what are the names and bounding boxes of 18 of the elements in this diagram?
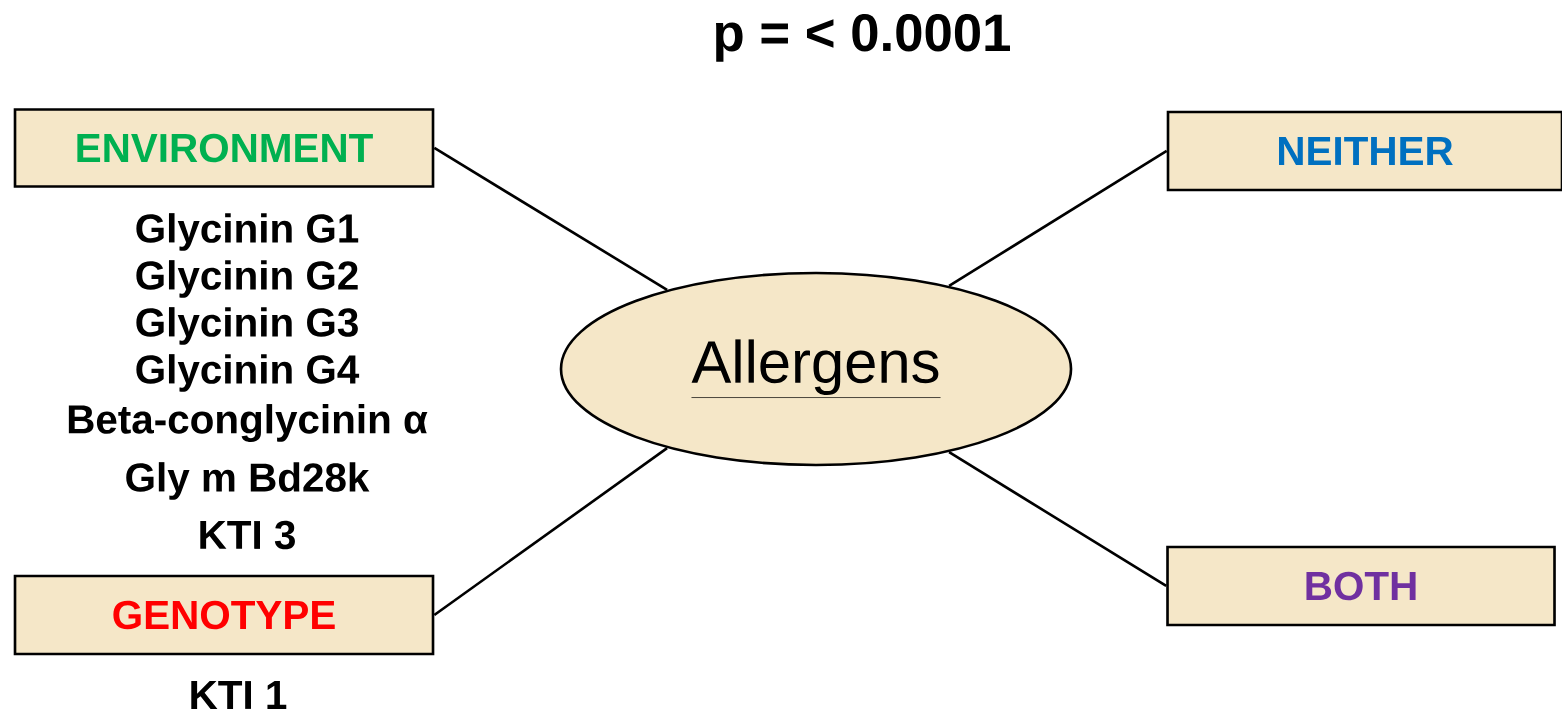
connector-line xyxy=(433,146,668,291)
category-box: NEITHER xyxy=(1166,110,1562,192)
allergen-name: Glycinin G3 xyxy=(136,307,358,345)
category-box: ENVIRONMENT xyxy=(13,108,435,188)
title: p = < 0.0001 xyxy=(716,14,1010,62)
connector-line xyxy=(948,149,1168,287)
connector-line xyxy=(948,451,1167,588)
allergen-name: Beta-conglycinin α xyxy=(68,404,428,442)
allergen-name: Glycinin G2 xyxy=(136,260,358,298)
allergen-name: KTI 1 xyxy=(191,681,287,709)
allergen-name: Glycinin G4 xyxy=(136,354,360,392)
category-box: GENOTYPE xyxy=(13,574,435,656)
connector-line xyxy=(433,447,668,617)
allergen-name: Gly m Bd28k xyxy=(126,462,370,500)
allergen-name: KTI 3 xyxy=(200,520,295,550)
allergen-name: Glycinin G1 xyxy=(136,213,359,251)
category-box: BOTH xyxy=(1166,545,1556,627)
ellipse-node: Allergens xyxy=(559,271,1073,467)
